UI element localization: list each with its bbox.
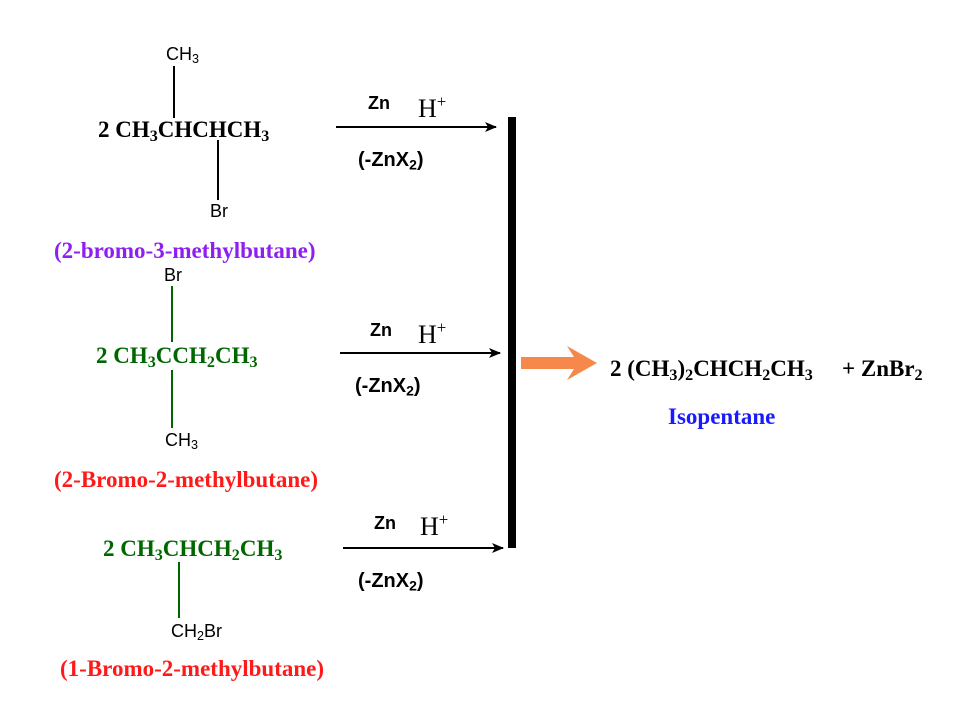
r1-acid: H+ [418, 91, 447, 123]
r1-bottom-substituent: Br [210, 201, 228, 221]
r2-formula: 2 CH3CCH2CH3 [96, 343, 258, 372]
r1-byproduct: (-ZnX2) [358, 149, 424, 173]
r3-byproduct: (-ZnX2) [358, 570, 424, 594]
product-formula: 2 (CH3)2CHCH2CH3 [610, 356, 813, 385]
product-name: Isopentane [668, 404, 776, 429]
r1-name: (2-bromo-3-methylbutane) [54, 238, 316, 263]
r3-bottom-substituent: CH2Br [171, 621, 223, 644]
r1-formula: 2 CH3CHCHCH3 [98, 117, 270, 146]
convergence-bar [508, 117, 516, 548]
r2-reagent: Zn [370, 320, 392, 340]
product-arrow [521, 346, 597, 380]
r1-reagent: Zn [368, 93, 390, 113]
r2-top-substituent: Br [164, 265, 182, 285]
r3-name: (1-Bromo-2-methylbutane) [60, 656, 325, 681]
r2-acid: H+ [418, 317, 447, 349]
product-byproduct: + ZnBr2 [842, 356, 923, 385]
r3-acid: H+ [420, 509, 449, 541]
r1-top-substituent: CH3 [166, 44, 200, 67]
r2-bottom-substituent: CH3 [165, 430, 199, 453]
r3-reagent: Zn [374, 513, 396, 533]
r2-byproduct: (-ZnX2) [355, 375, 421, 399]
r3-formula: 2 CH3CHCH2CH3 [103, 536, 283, 565]
r2-name: (2-Bromo-2-methylbutane) [54, 467, 319, 492]
